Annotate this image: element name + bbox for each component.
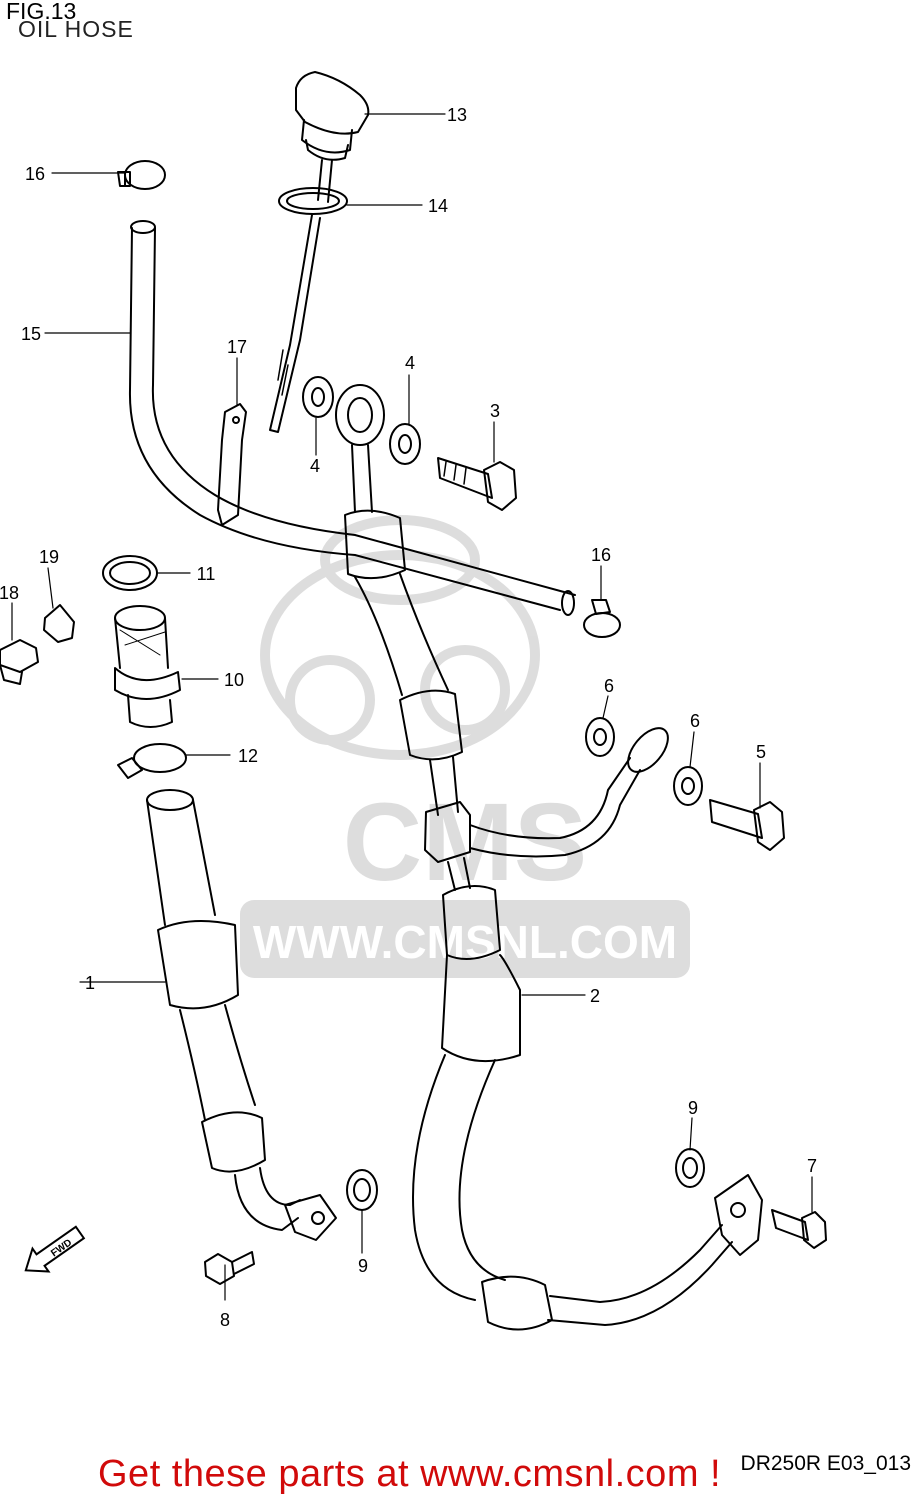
callout-6-right: 6 bbox=[690, 711, 700, 731]
callout-15: 15 bbox=[21, 324, 41, 344]
hose-clamp-part-16-lower bbox=[583, 599, 621, 638]
callout-18: 18 bbox=[0, 583, 19, 603]
callout-7: 7 bbox=[807, 1156, 817, 1176]
bolt-part-7 bbox=[771, 1209, 827, 1249]
union-bolt-part-3 bbox=[437, 457, 517, 511]
hose-guide-bracket-part-17 bbox=[217, 403, 247, 526]
hose-clamp-part-16-upper bbox=[117, 160, 166, 190]
figure-title: FIG.13 bbox=[6, 0, 77, 24]
callout-9-left: 9 bbox=[358, 1256, 368, 1276]
hose-clamp-part-12 bbox=[117, 743, 187, 779]
callout-11: 11 bbox=[197, 564, 216, 584]
gasket-part-9-left bbox=[346, 1169, 378, 1211]
bolt-part-8 bbox=[204, 1251, 255, 1285]
footer-banner[interactable]: Get these parts at www.cmsnl.com ! bbox=[98, 1453, 722, 1495]
o-ring-part-11 bbox=[102, 555, 158, 591]
callout-13: 13 bbox=[447, 105, 467, 125]
callout-16-lower: 16 bbox=[591, 545, 611, 565]
mascot-watermark-icon bbox=[260, 515, 540, 760]
callout-14: 14 bbox=[428, 196, 448, 216]
watermark-url-box bbox=[240, 900, 690, 978]
callout-10: 10 bbox=[224, 670, 244, 690]
callout-4-left: 4 bbox=[310, 456, 320, 476]
union-bolt-part-5 bbox=[709, 799, 785, 851]
oil-strainer-part-10 bbox=[114, 605, 181, 728]
callout-8: 8 bbox=[220, 1310, 230, 1330]
callout-3: 3 bbox=[490, 401, 500, 421]
figure-subtitle: OIL HOSE bbox=[18, 16, 134, 42]
diagram-code: DR250R E03_013 bbox=[740, 1452, 911, 1475]
oil-filler-cap-part-13 bbox=[269, 71, 370, 433]
gasket-part-9-right bbox=[675, 1148, 705, 1188]
gasket-part-4-left bbox=[302, 376, 334, 418]
watermark: WWW.CMSNL.COM CMS bbox=[240, 515, 690, 978]
breather-hose-part-15 bbox=[128, 220, 576, 616]
callout-2: 2 bbox=[590, 986, 600, 1006]
callout-16-upper: 16 bbox=[25, 164, 45, 184]
callout-19: 19 bbox=[39, 547, 59, 567]
callout-5: 5 bbox=[756, 742, 766, 762]
callout-12: 12 bbox=[238, 746, 258, 766]
callout-6-left: 6 bbox=[604, 676, 614, 696]
o-ring-part-14 bbox=[278, 187, 348, 215]
callout-9-right: 9 bbox=[688, 1098, 698, 1118]
gasket-part-6-left bbox=[585, 717, 615, 757]
oil-hose-part-1 bbox=[146, 789, 337, 1241]
gasket-part-6-right bbox=[673, 766, 703, 806]
callout-17: 17 bbox=[227, 337, 247, 357]
oil-hose-part-2 bbox=[335, 384, 763, 1331]
leader-lines bbox=[11, 113, 813, 1301]
gasket-part-4-right bbox=[389, 423, 421, 465]
forward-arrow-icon: FWD bbox=[24, 1225, 86, 1273]
watermark-url: WWW.CMSNL.COM bbox=[253, 916, 677, 968]
watermark-brand: CMS bbox=[343, 781, 587, 904]
gasket-part-19 bbox=[43, 604, 75, 643]
callout-4-right: 4 bbox=[405, 353, 415, 373]
drain-plug-part-18 bbox=[0, 639, 39, 685]
callout-1: 1 bbox=[85, 973, 95, 993]
